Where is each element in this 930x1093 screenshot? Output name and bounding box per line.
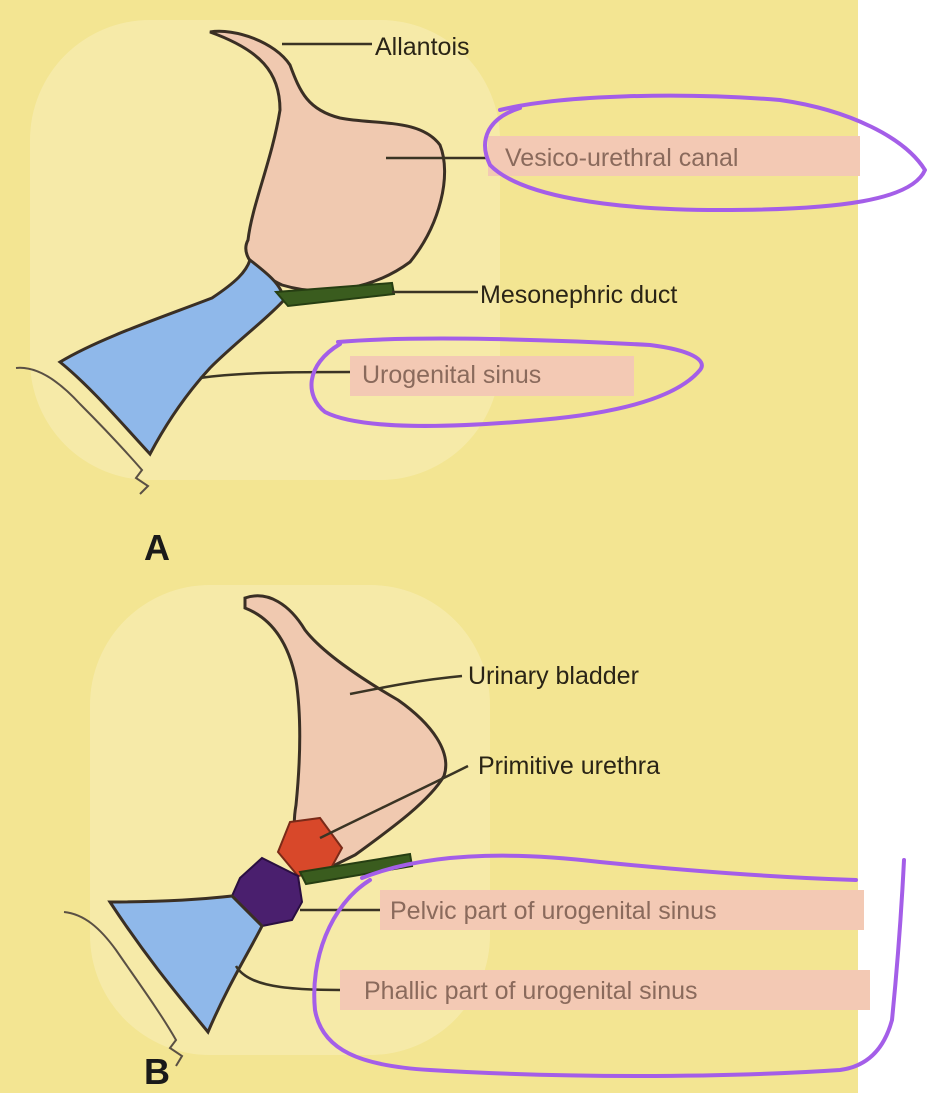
panel-b-letter: B	[144, 1051, 170, 1092]
panel-a-letter: A	[144, 527, 170, 568]
phallic-part-label: Phallic part of urogenital sinus	[364, 977, 698, 1005]
primitive-urethra-label: Primitive urethra	[478, 752, 660, 780]
mesonephric-duct-label: Mesonephric duct	[480, 281, 677, 309]
urinary-bladder-label: Urinary bladder	[468, 662, 639, 690]
urogenital-sinus-label: Urogenital sinus	[362, 361, 541, 389]
vesico-urethral-canal-label: Vesico-urethral canal	[505, 144, 738, 172]
pelvic-part-label: Pelvic part of urogenital sinus	[390, 897, 717, 925]
allantois-label: Allantois	[375, 33, 470, 61]
